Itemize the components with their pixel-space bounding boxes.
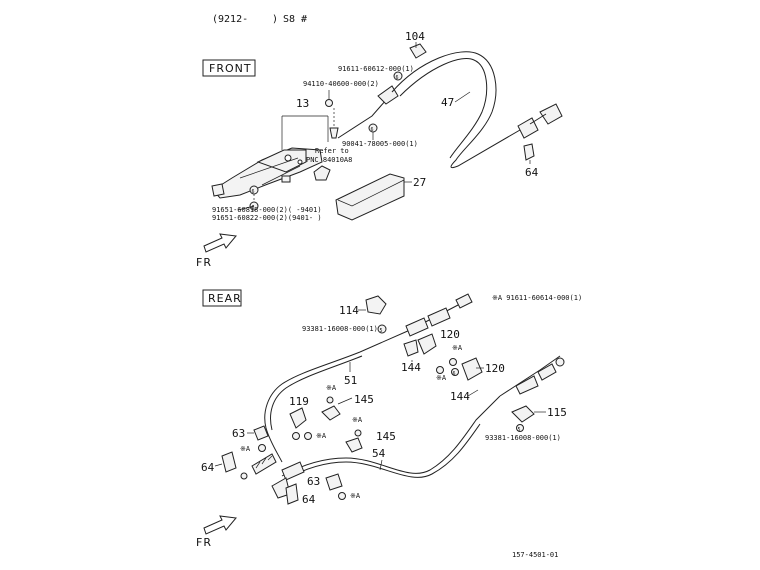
callout-145b: 145: [376, 430, 396, 443]
footer-page-code: 157-4501-01: [512, 551, 558, 559]
clip-115: [511, 405, 535, 423]
svg-text:※A: ※A: [316, 432, 327, 440]
svg-text:6: 6: [453, 371, 456, 377]
rear-cable-54: [281, 395, 501, 477]
cable-end-spring-left: [251, 453, 277, 475]
header-suffix: ): [272, 14, 278, 25]
svg-text:6: 6: [252, 205, 255, 211]
header-model: S8 #: [283, 14, 307, 25]
rear-note: ※A 91611-60614-000(1): [492, 294, 582, 302]
clip-part: [313, 165, 331, 181]
callout-104: 104: [405, 30, 425, 43]
svg-text:6: 6: [371, 127, 374, 133]
callout-119: 119: [289, 395, 309, 408]
bracket-120a: [417, 333, 437, 355]
front-pn-1: 91611-60612-000(1): [338, 65, 414, 73]
callout-144a: 144: [401, 361, 421, 374]
callout-51: 51: [344, 374, 357, 387]
callout-144b: 144: [450, 390, 470, 403]
rear-pn-1: 93381-16008-000(1): [302, 325, 378, 333]
refer-line2: PNC 84010A8: [306, 156, 352, 164]
nut-icon: [393, 71, 403, 81]
front-rod: [337, 99, 387, 139]
callout-47: 47: [441, 96, 454, 109]
callout-64-front: 64: [525, 166, 539, 179]
svg-text:※A: ※A: [350, 492, 361, 500]
callout-54: 54: [372, 447, 386, 460]
callout-13: 13: [296, 97, 309, 110]
svg-text:6: 6: [396, 75, 399, 81]
bracket-120b: [461, 357, 483, 381]
clip-114: [365, 295, 387, 315]
rear-pn-2: 93381-16008-000(1): [485, 434, 561, 442]
front-pn-3: 90041-78005-000(1): [342, 140, 418, 148]
svg-text:※A: ※A: [352, 416, 363, 424]
svg-text:※A: ※A: [436, 374, 447, 382]
front-direction-arrow-icon: [203, 233, 237, 253]
grommet-63b: [325, 473, 343, 491]
rear-fr-label: FR: [196, 536, 212, 549]
nut-icon: [377, 324, 387, 334]
rear-label-box: [202, 289, 242, 307]
bracket-119: [289, 407, 307, 429]
svg-text:※A: ※A: [452, 344, 463, 352]
callout-115: 115: [547, 406, 567, 419]
bracket-64a: [221, 451, 237, 473]
callout-64b: 64: [302, 493, 316, 506]
brake-lever-assembly: [211, 147, 323, 199]
callout-64a: 64: [201, 461, 215, 474]
front-pn-5: 91651-60822-000(2)(9401- ): [212, 214, 322, 222]
rear-direction-arrow-icon: [203, 515, 237, 535]
front-cable-47: [391, 51, 521, 169]
svg-text:5: 5: [518, 427, 521, 433]
rear-section-label: REAR: [208, 292, 242, 305]
callout-63a: 63: [232, 427, 245, 440]
front-label-box: [202, 59, 256, 77]
svg-text:※A: ※A: [326, 384, 337, 392]
refer-line1: Refer to: [315, 147, 349, 155]
front-section-label: FRONT: [209, 62, 252, 75]
callout-114: 114: [339, 304, 359, 317]
bracket-64b: [285, 483, 299, 505]
svg-text:5: 5: [380, 328, 383, 334]
callout-120b: 120: [485, 362, 505, 375]
front-fr-label: FR: [196, 256, 212, 269]
washer-icon: [325, 99, 333, 107]
clip-145b: [345, 437, 363, 453]
front-pn-2: 94110-40600-000(2): [303, 80, 379, 88]
svg-text:※A: ※A: [240, 445, 251, 453]
bracket-64: [523, 143, 535, 161]
grommet-63a: [253, 425, 269, 441]
clip-104: [409, 43, 427, 59]
cable-end-part: [517, 117, 539, 139]
callout-27: 27: [413, 176, 426, 189]
callout-145a: 145: [354, 393, 374, 406]
clip-145a: [321, 405, 341, 421]
callout-120a: 120: [440, 328, 460, 341]
svg-text:6: 6: [252, 189, 255, 195]
rear-right-cable-end: [499, 355, 561, 397]
callout-63b: 63: [307, 475, 320, 488]
front-pn-4: 91651-60818-000(2)( -9401): [212, 206, 322, 214]
header-code: (9212-: [212, 14, 248, 25]
rear-cable-51: [264, 351, 361, 463]
